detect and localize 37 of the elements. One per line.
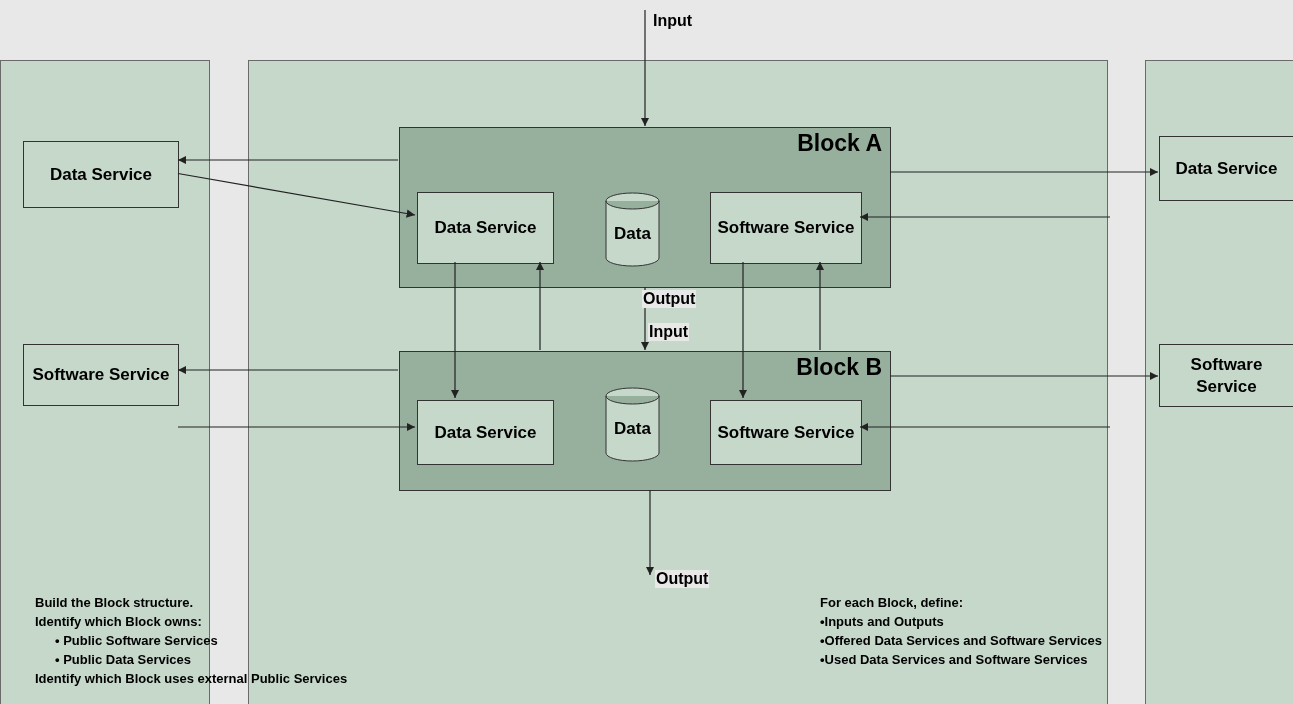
service-box: Data Service xyxy=(417,400,554,465)
edge-label: Output xyxy=(642,290,697,308)
note-text: For each Block, define: xyxy=(820,594,964,612)
note-text: • Public Data Services xyxy=(55,651,192,669)
arrow xyxy=(177,365,399,375)
service-box: Data Service xyxy=(1159,136,1293,201)
note-text: Build the Block structure. xyxy=(35,594,194,612)
edge-label: Input xyxy=(652,12,694,30)
service-box: Data Service xyxy=(23,141,179,208)
input-label: Input xyxy=(648,323,690,341)
note-text: •Used Data Services and Software Services xyxy=(820,651,1088,669)
arrow xyxy=(889,371,1159,381)
panel-background xyxy=(1145,60,1293,704)
note-text: Identify which Block uses external Public Services xyxy=(35,670,348,688)
service-box: Data Service xyxy=(417,192,554,264)
arrow xyxy=(177,155,399,165)
edge-label: Output xyxy=(655,570,710,588)
panel-background xyxy=(248,60,1108,704)
block-title: Block B xyxy=(796,354,882,381)
database-cylinder: Data xyxy=(605,387,660,462)
block-box xyxy=(399,351,891,491)
arrow xyxy=(177,422,416,432)
service-box: Software Service xyxy=(23,344,179,406)
note-text: Identify which Block owns: xyxy=(35,613,202,631)
note-text: •Inputs and Outputs xyxy=(820,613,944,631)
arrow xyxy=(177,172,416,218)
block-box xyxy=(399,127,891,288)
note-text: •Offered Data Services and Software Services xyxy=(820,632,1102,650)
note-text: • Public Software Services xyxy=(55,632,218,650)
block-title: Block A xyxy=(797,130,882,157)
service-box: Software Service xyxy=(710,192,862,264)
arrow xyxy=(640,9,650,127)
service-box: Software Service xyxy=(710,400,862,465)
arrow xyxy=(645,489,655,576)
database-cylinder: Data xyxy=(605,192,660,267)
arrow xyxy=(889,167,1159,177)
service-box: Software Service xyxy=(1159,344,1293,407)
